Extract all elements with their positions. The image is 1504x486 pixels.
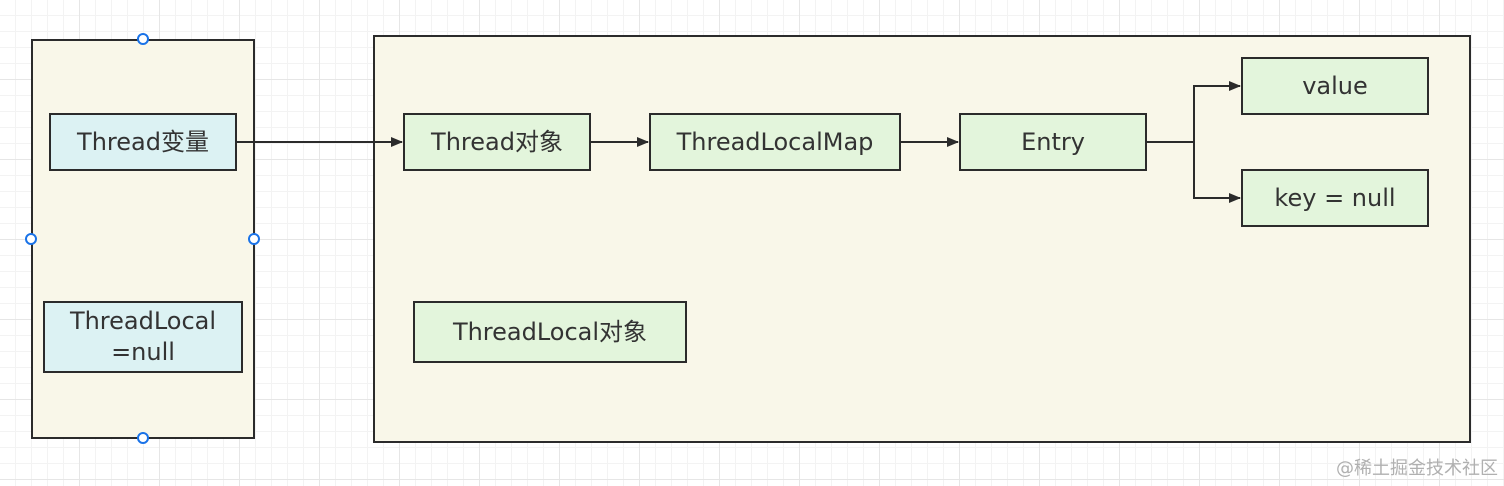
thread-object-node[interactable]: Thread对象 (403, 113, 591, 171)
threadlocalmap-label: ThreadLocalMap (676, 127, 874, 156)
entry-node[interactable]: Entry (959, 113, 1147, 171)
resize-handle-left[interactable] (25, 233, 37, 245)
edge-entry-to-value[interactable] (1146, 81, 1241, 143)
threadlocal-object-node[interactable]: ThreadLocal对象 (413, 301, 687, 363)
resize-handle-bottom[interactable] (137, 432, 149, 444)
entry-label: Entry (1021, 127, 1085, 156)
threadlocal-object-label: ThreadLocal对象 (452, 317, 648, 346)
threadlocal-reference-label-line1: ThreadLocal (69, 307, 217, 335)
thread-variable-node[interactable]: Thread变量 (49, 113, 237, 171)
threadlocalmap-node[interactable]: ThreadLocalMap (649, 113, 901, 171)
key-node[interactable]: key = null (1241, 169, 1429, 227)
thread-variable-label: Thread变量 (77, 127, 209, 156)
watermark: @稀土掘金技术社区 (1336, 458, 1498, 479)
threadlocal-reference-node[interactable]: ThreadLocal =null (43, 301, 243, 373)
edge-entry-to-key[interactable] (1146, 141, 1241, 203)
thread-object-label: Thread对象 (431, 127, 563, 156)
value-label: value (1302, 71, 1368, 100)
key-label: key = null (1274, 183, 1396, 212)
resize-handle-right[interactable] (248, 233, 260, 245)
resize-handle-top[interactable] (137, 33, 149, 45)
value-node[interactable]: value (1241, 57, 1429, 115)
threadlocal-reference-label-line2: =null (111, 338, 175, 366)
